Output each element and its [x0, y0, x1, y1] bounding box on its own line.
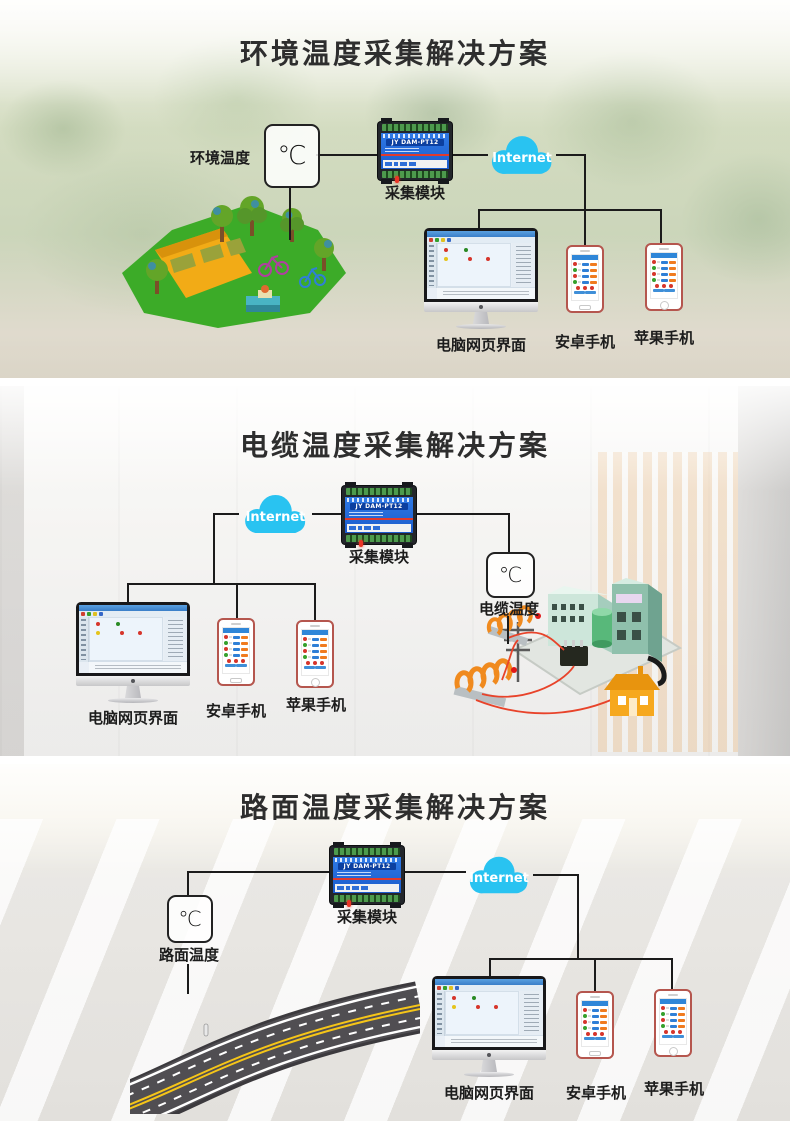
connector-line [187, 964, 189, 994]
pc-label: 电脑网页界面 [87, 709, 178, 727]
iphone-label: 苹果手机 [643, 1080, 704, 1098]
phone-app-screen [581, 1000, 609, 1047]
celsius-symbol: ℃ [498, 562, 523, 587]
park-illustration [122, 196, 346, 328]
connector-line [452, 154, 488, 156]
connector-line [416, 513, 510, 515]
temperature-sensor-icon: ℃ [167, 895, 213, 943]
pc-label: 电脑网页界面 [435, 336, 526, 354]
pc-software-screen [427, 231, 535, 299]
section-divider [0, 756, 790, 764]
connector-line [556, 154, 586, 156]
internet-cloud-icon: Internet [464, 852, 534, 898]
desktop-computer [432, 976, 546, 1077]
connector-line [478, 209, 662, 211]
celsius-symbol: ℃ [178, 906, 202, 931]
connector-line [312, 513, 342, 515]
internet-cloud-icon: Internet [238, 490, 313, 538]
sensor-label: 路面温度 [158, 946, 219, 964]
collection-module-device: JY DAM-PT12 [330, 842, 404, 908]
apple-logo-icon [131, 679, 135, 683]
connector-line [289, 186, 291, 240]
phone-app-screen [301, 629, 329, 676]
module-label: 采集模块 [348, 548, 409, 566]
connector-line [316, 154, 378, 156]
phone-app-screen [650, 252, 678, 299]
pc-label: 电脑网页界面 [443, 1084, 534, 1102]
section-title: 环境温度采集解决方案 [239, 37, 550, 70]
android-phone [217, 618, 255, 686]
connector-line [187, 871, 189, 897]
phone-app-screen [659, 998, 687, 1045]
connector-line [533, 874, 579, 876]
celsius-symbol: ℃ [277, 141, 307, 171]
connector-line [577, 874, 579, 960]
collection-module-device: JY DAM-PT12 [342, 482, 416, 548]
temperature-sensor-icon: ℃ [264, 124, 320, 188]
connector-line [584, 154, 586, 248]
section-cable: 电缆温度采集解决方案 [0, 386, 790, 756]
cloud-label: Internet [492, 151, 552, 167]
apple-logo-icon [487, 1053, 491, 1057]
android-label: 安卓手机 [205, 702, 266, 720]
apple-logo-icon [479, 305, 483, 309]
road-illustration [130, 981, 420, 1114]
pc-software-screen [79, 605, 187, 673]
module-label: 采集模块 [336, 908, 397, 926]
android-phone [566, 245, 604, 313]
section-title: 路面温度采集解决方案 [239, 791, 550, 824]
connector-line [187, 871, 332, 873]
iphone [296, 620, 334, 688]
tank-icon [592, 608, 612, 648]
terminal-block [382, 171, 448, 178]
section-environment: 环境温度采集解决方案 [0, 0, 790, 378]
connector-line [489, 958, 491, 978]
sensor-label: 电缆温度 [478, 600, 539, 618]
android-label: 安卓手机 [554, 333, 615, 351]
module-model-text: JY DAM-PT12 [350, 503, 408, 510]
connector-line [127, 583, 129, 604]
terminal-block [382, 124, 448, 131]
module-label: 采集模块 [384, 184, 445, 202]
module-model-text: JY DAM-PT12 [338, 863, 396, 870]
connector-line [236, 583, 238, 618]
connector-line [594, 958, 596, 992]
iphone-label: 苹果手机 [633, 329, 694, 347]
connector-line [507, 616, 509, 644]
cloud-label: Internet [469, 871, 529, 887]
module-model-text: JY DAM-PT12 [386, 139, 444, 146]
android-label: 安卓手机 [565, 1084, 626, 1102]
phone-app-screen [571, 254, 599, 301]
iphone [654, 989, 692, 1057]
section-divider [0, 378, 790, 386]
phone-app-screen [222, 627, 250, 674]
coil-sensors-icon [453, 658, 517, 708]
iphone [645, 243, 683, 311]
connector-line [213, 513, 215, 585]
android-phone [576, 991, 614, 1059]
connector-line [314, 583, 316, 620]
connector-line [404, 871, 466, 873]
connector-line [508, 513, 510, 553]
connector-line [671, 958, 673, 990]
temperature-sensor-icon: ℃ [486, 552, 535, 598]
sensor-label: 环境温度 [189, 149, 250, 167]
collection-module-device: JY DAM-PT12 [378, 118, 452, 184]
connector-line [213, 513, 239, 515]
pc-software-screen [435, 979, 543, 1047]
desktop-computer [76, 602, 190, 703]
module-faceplate: JY DAM-PT12 [381, 133, 449, 169]
connector-line [127, 583, 316, 585]
desktop-computer [424, 228, 538, 329]
connector-line [660, 209, 662, 245]
iphone-label: 苹果手机 [285, 696, 346, 714]
cloud-label: Internet [245, 510, 306, 526]
internet-cloud-icon: Internet [487, 131, 557, 179]
connector-line [489, 958, 673, 960]
section-road: 路面温度采集解决方案 ℃ 路面温度 [0, 764, 790, 1121]
section-title: 电缆温度采集解决方案 [239, 429, 550, 462]
